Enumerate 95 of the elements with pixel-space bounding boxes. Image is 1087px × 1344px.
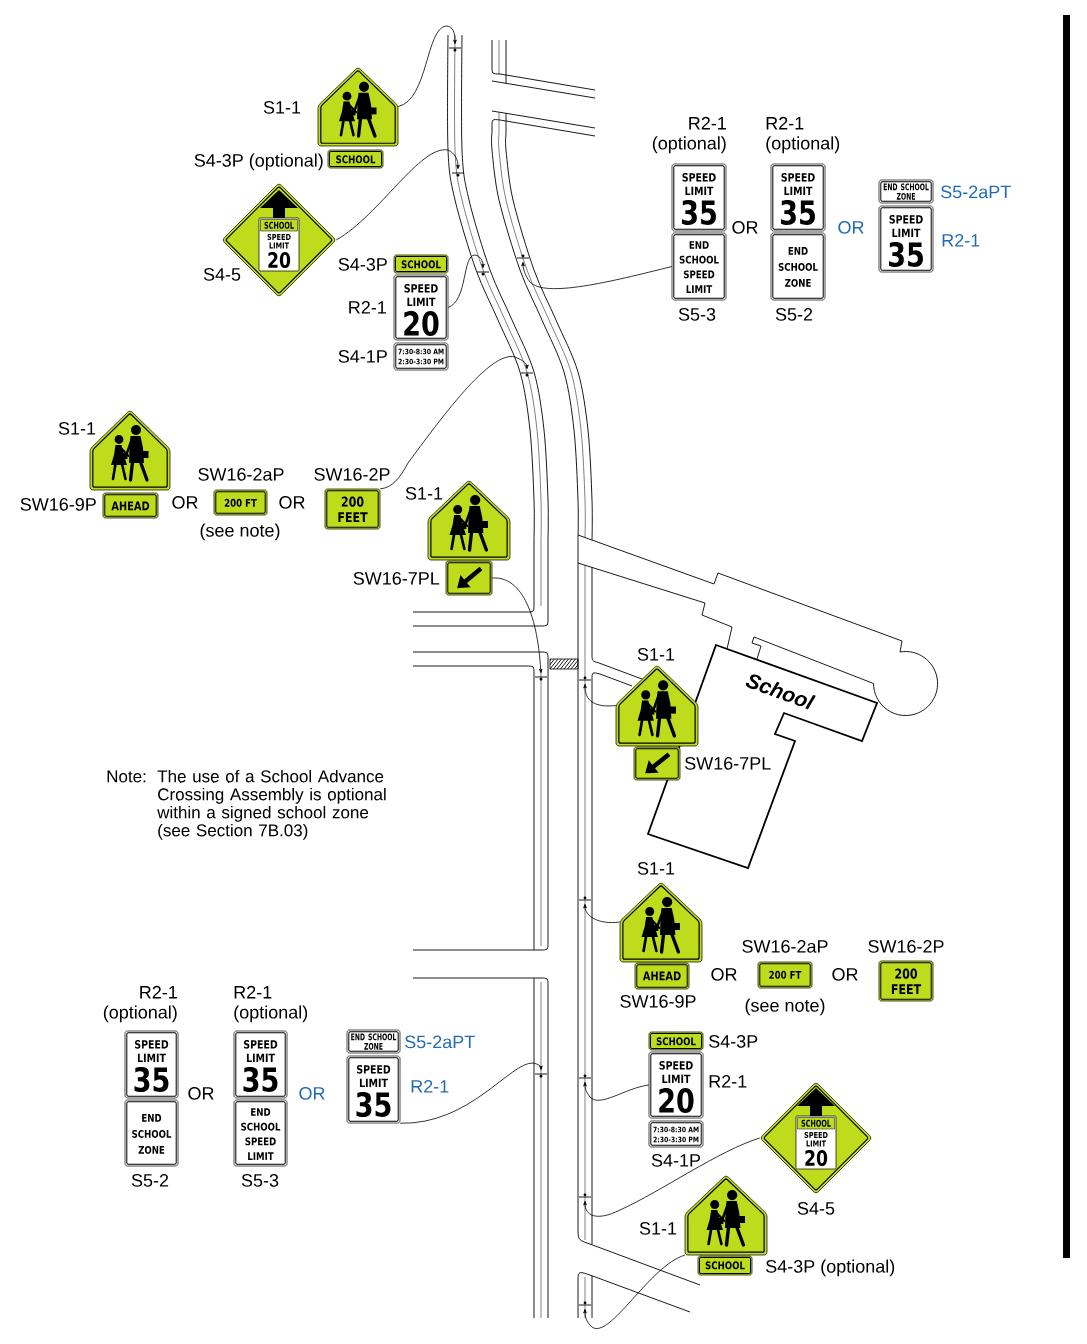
leader-line: [521, 261, 673, 289]
speed-limit-sign: SPEED LIMIT 35: [346, 1055, 401, 1124]
sign-post-mark: [451, 172, 465, 177]
sign-code-label: S4-3P (optional): [766, 1259, 895, 1277]
leader-line: [447, 254, 485, 308]
or-label: OR: [279, 496, 305, 509]
warning-plaque: 200 FEET: [324, 488, 381, 530]
warning-plaque: 200 FT: [213, 489, 268, 516]
or-label: OR: [832, 968, 858, 981]
note-label: Note:: [107, 770, 146, 783]
sign-code-label: R2-1: [942, 234, 980, 247]
leader-line: [583, 903, 621, 923]
leader-line: [583, 1081, 650, 1101]
speed-limit-sign: SPEED LIMIT 35: [878, 205, 934, 273]
leader-line: [335, 149, 460, 241]
sign-post-mark: [448, 47, 462, 52]
leader-line: [397, 25, 457, 107]
sign-post-mark: [516, 254, 530, 259]
end-zone-sign: END SCHOOL ZONE: [124, 1099, 179, 1167]
warning-plaque: SCHOOL: [393, 254, 449, 274]
sign-code-label: S1-1: [405, 487, 443, 500]
leader-line: [583, 683, 617, 707]
sign-code-label: S5-3: [678, 308, 716, 321]
sign-code-label: S4-5: [203, 268, 241, 281]
warning-plaque: SCHOOL: [697, 1255, 753, 1276]
leader-line: [583, 1137, 761, 1217]
sign-post-mark: [520, 372, 534, 377]
sign-code-label: S4-1P: [338, 350, 387, 363]
end-zone-plaque: END SCHOOL ZONE: [346, 1029, 401, 1054]
sign-post-mark: [476, 271, 490, 276]
note-reference: (see note): [200, 523, 280, 541]
speed-limit-sign: SPEED LIMIT 35: [770, 163, 826, 232]
sign-code-label: S4-3P (optional): [194, 153, 323, 171]
leader-line: [491, 577, 543, 674]
or-label: OR: [732, 221, 758, 234]
leader-line: [379, 356, 529, 490]
warning-plaque: 200 FEET: [878, 960, 934, 1002]
sign-code-label: S4-3P: [709, 1035, 758, 1048]
sign-post-mark: [578, 1193, 592, 1198]
sign-code-label: R2-1: [709, 1075, 747, 1088]
or-label: OR: [838, 221, 864, 234]
sign-code-label: R2-1: [411, 1080, 449, 1093]
sign-code-label: S5-2aPT: [941, 185, 1011, 199]
sign-code-label: R2-1: [349, 301, 386, 314]
sign-code-label: S1-1: [58, 422, 96, 435]
leader-line: [583, 1254, 686, 1329]
sign-code-label: SW16-2P: [314, 468, 390, 481]
speed-limit-sign: SPEED LIMIT 20: [393, 274, 449, 341]
end-zone-plaque: END SCHOOL ZONE: [878, 179, 934, 204]
sign-code-label: S5-2aPT: [405, 1035, 475, 1049]
note-reference: (see note): [745, 998, 825, 1016]
speed-limit-sign: SPEED LIMIT 35: [671, 163, 727, 232]
sign-code-label: S1-1: [263, 101, 301, 114]
warning-plaque: AHEAD: [634, 962, 690, 990]
warning-plaque: AHEAD: [102, 492, 159, 519]
sign-code-label: SW16-7PL: [353, 572, 440, 585]
sign-code-label: S1-1: [639, 1222, 677, 1235]
speed-limit-sign: SPEED LIMIT 35: [124, 1030, 179, 1099]
sign-post-mark: [578, 1301, 592, 1306]
end-zone-sign: END SCHOOL SPEED LIMIT: [671, 232, 727, 301]
sign-code-label: R2-1 (optional): [234, 985, 308, 1023]
leader-line: [399, 1062, 543, 1124]
sign-code-label: SW16-2P: [868, 940, 944, 953]
sign-code-label: SW16-7PL: [685, 757, 771, 770]
speed-limit-sign: SPEED LIMIT 20: [648, 1051, 704, 1119]
sign-code-label: R2-1 (optional): [652, 116, 726, 154]
sign-code-label: S5-3: [241, 1174, 279, 1187]
speed-limit-sign: SPEED LIMIT 35: [233, 1030, 288, 1099]
end-zone-sign: END SCHOOL SPEED LIMIT: [233, 1099, 288, 1167]
sign-code-label: S4-3P: [338, 258, 387, 271]
sign-code-label: S5-2: [131, 1174, 169, 1187]
sign-code-label: SW16-9P: [20, 498, 96, 511]
school-zone-sign: SCHOOL SPEED LIMIT 20: [760, 1082, 872, 1194]
sign-code-label: S5-2: [775, 308, 813, 321]
sign-code-label: SW16-2aP: [742, 940, 828, 953]
end-zone-sign: END SCHOOL ZONE: [770, 232, 826, 301]
sign-post-mark: [534, 676, 548, 681]
sign-post-mark: [578, 1074, 592, 1079]
sign-post-mark: [578, 896, 592, 901]
sign-post-mark: [534, 1073, 548, 1078]
sign-code-label: S4-5: [797, 1202, 835, 1215]
sign-code-label: R2-1 (optional): [103, 985, 177, 1023]
sign-code-label: R2-1 (optional): [766, 116, 840, 154]
or-label: OR: [188, 1087, 214, 1100]
or-label: OR: [172, 496, 198, 509]
sign-code-label: SW16-2aP: [198, 468, 284, 481]
warning-plaque: 200 FT: [757, 961, 813, 989]
note-text: The use of a School Advance Crossing Assembly is optional within a signed school zone (see Section 7B.03): [157, 769, 386, 840]
sign-code-label: SW16-9P: [620, 995, 696, 1008]
warning-plaque: SCHOOL: [327, 149, 384, 169]
or-label: OR: [711, 968, 737, 981]
sign-post-mark: [578, 676, 592, 681]
sign-code-label: S4-1P: [651, 1154, 701, 1167]
warning-plaque: SCHOOL: [648, 1031, 704, 1051]
or-label: OR: [299, 1087, 325, 1100]
